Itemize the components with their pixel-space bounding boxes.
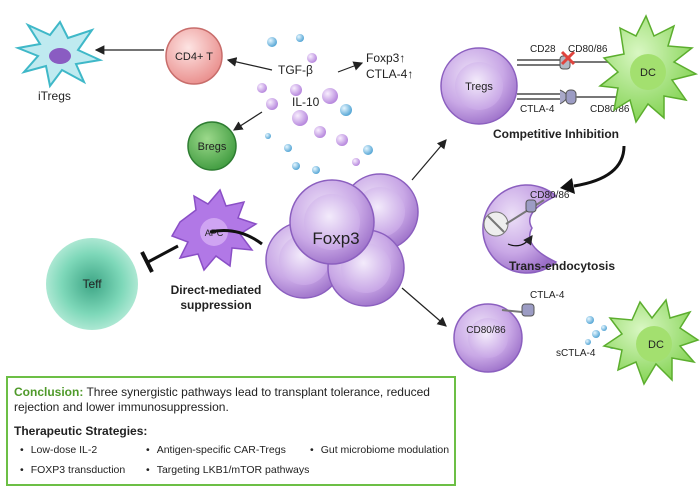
dc-top-cell (598, 14, 699, 124)
cd80-86-bottom-label: CD80/86 (466, 325, 506, 336)
strategy-item: FOXP3 transduction (20, 464, 126, 476)
competitive-inhibition-label: Competitive Inhibition (493, 127, 619, 141)
teff-label: Teff (82, 277, 102, 291)
cd4-t-cell (165, 27, 223, 85)
dc-bottom-label: DC (648, 339, 664, 351)
dc-bottom-cell (602, 298, 700, 386)
direct-suppression-line1: Direct-mediated (171, 283, 262, 297)
sctla4-label: sCTLA-4 (556, 348, 596, 359)
foxp3-center-label: Foxp3 (312, 229, 359, 248)
tregs-nucleus (455, 62, 503, 110)
bregs-cell (187, 121, 237, 171)
foxp3-treg-cluster (265, 173, 419, 307)
conclusion-heading: Conclusion: (14, 385, 84, 399)
conclusion-box: Conclusion: Three synergistic pathways l… (6, 376, 456, 486)
ctla4-bottom-label: CTLA-4 (530, 290, 565, 301)
arrow-to-foxp3-up (337, 61, 364, 73)
curved-arrow-head (560, 178, 575, 194)
strategy-item: Low-dose IL-2 (20, 444, 98, 456)
cd28-cd80-interaction (517, 50, 618, 70)
strategy-item: Antigen-specific CAR-Tregs (146, 444, 286, 456)
cd28-label: CD28 (530, 44, 556, 55)
conclusion-body: Three synergistic pathways lead to trans… (14, 385, 430, 414)
apc-link (209, 229, 263, 246)
ctla4-bottom-receptor (501, 303, 615, 349)
ctla4-cd80-interaction (517, 89, 618, 105)
ctla4-up-label: CTLA-4↑ (366, 67, 413, 81)
bregs-label: Bregs (198, 141, 227, 153)
curved-arrow-trans (573, 145, 626, 188)
cd80-86-trans-label: CD80/86 (530, 190, 570, 201)
tgfb-label: TGF-β (278, 63, 313, 77)
ctla4-mid-label: CTLA-4 (520, 104, 555, 115)
tregs-label: Tregs (465, 81, 493, 93)
trans-endocytosis-cell (482, 184, 558, 274)
conclusion-text: Conclusion: Three synergistic pathways l… (14, 385, 450, 415)
arrow-to-bregs (232, 111, 263, 131)
dc-top-label: DC (640, 67, 656, 79)
foxp3-up-label: Foxp3↑ (366, 51, 405, 65)
arrow-to-cd4t (226, 57, 273, 71)
itregs-label: iTregs (38, 89, 71, 103)
cd4t-label: CD4+ T (175, 51, 213, 63)
apc-label: APC (205, 228, 224, 238)
cd80-86-mid-label: CD80/86 (590, 104, 630, 115)
cd80-86-top-label: CD80/86 (568, 44, 608, 55)
arrow-to-tregs (411, 139, 447, 181)
teff-cell (46, 238, 138, 330)
il10-label: IL-10 (292, 95, 320, 109)
trans-endocytosis-label: Trans-endocytosis (509, 259, 615, 273)
cd80-bottom-nucleus (468, 318, 508, 358)
direct-suppression-line2: suppression (180, 298, 251, 312)
strategies-title: Therapeutic Strategies: (14, 424, 148, 438)
inhibition-bar (140, 251, 154, 273)
cytokine-particles (257, 34, 373, 174)
arrow-to-bottom-cd80 (401, 287, 447, 327)
inhibition-line (147, 244, 179, 264)
strategy-item: Gut microbiome modulation (310, 444, 449, 456)
itregs-cell (14, 20, 104, 89)
strategy-item: Targeting LKB1/mTOR pathways (146, 464, 310, 476)
